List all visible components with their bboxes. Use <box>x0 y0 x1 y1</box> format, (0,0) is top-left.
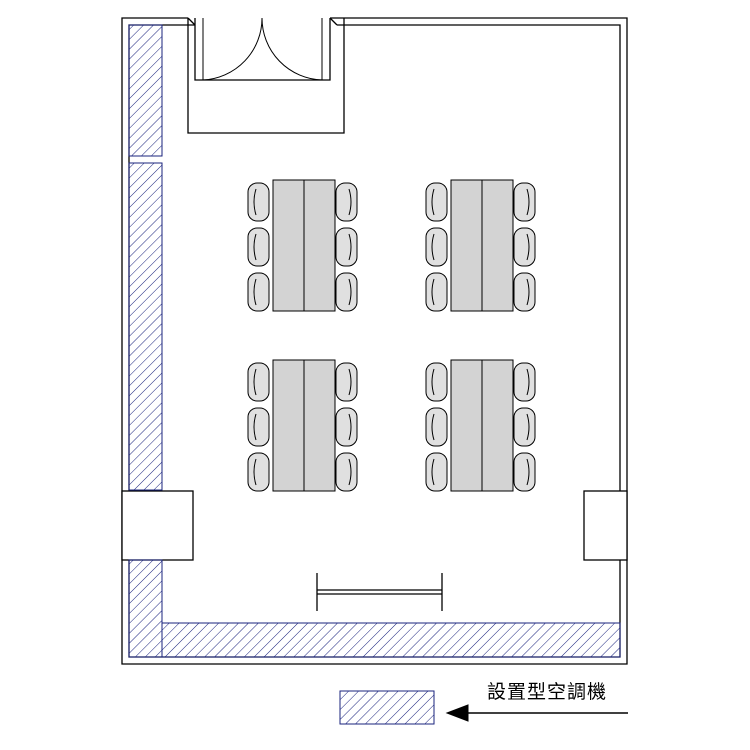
chair <box>425 407 448 447</box>
chair <box>335 407 358 447</box>
chair <box>513 452 536 492</box>
chair <box>513 182 536 222</box>
chair <box>247 272 270 312</box>
chair <box>335 452 358 492</box>
table-group <box>247 359 358 492</box>
table <box>481 359 514 492</box>
table <box>450 179 483 312</box>
ac-unit-left-top <box>128 24 163 157</box>
table-groups <box>247 179 536 492</box>
table <box>272 359 305 492</box>
table-group <box>247 179 358 312</box>
legend-swatch <box>339 690 435 725</box>
table <box>481 179 514 312</box>
chair <box>335 227 358 267</box>
wall-pillars <box>121 490 628 561</box>
chair <box>425 362 448 402</box>
chair <box>247 182 270 222</box>
whiteboard <box>316 573 443 611</box>
table <box>303 179 336 312</box>
chair <box>335 182 358 222</box>
legend <box>339 690 628 725</box>
legend-arrow <box>445 704 628 722</box>
air-conditioner-units <box>128 24 621 658</box>
ac-unit-left-bottom <box>128 559 163 658</box>
chair <box>425 182 448 222</box>
left-pillar <box>121 490 194 561</box>
table-group <box>425 179 536 312</box>
table <box>450 359 483 492</box>
room-walls <box>121 17 628 665</box>
chair <box>247 452 270 492</box>
ac-unit-bottom <box>161 622 621 658</box>
table-group <box>425 359 536 492</box>
table <box>303 359 336 492</box>
legend-label: 設置型空調機 <box>487 681 608 703</box>
chair <box>513 272 536 312</box>
chair <box>247 227 270 267</box>
chair <box>247 362 270 402</box>
chair <box>513 362 536 402</box>
table <box>272 179 305 312</box>
chair <box>513 227 536 267</box>
double-door <box>202 17 323 81</box>
chair <box>335 362 358 402</box>
chair <box>425 452 448 492</box>
entrance-vestibule <box>187 18 345 134</box>
ac-unit-left-middle <box>128 162 163 491</box>
chair <box>513 407 536 447</box>
chair <box>425 227 448 267</box>
right-pillar <box>583 490 628 561</box>
chair <box>335 272 358 312</box>
chair <box>247 407 270 447</box>
chair <box>425 272 448 312</box>
